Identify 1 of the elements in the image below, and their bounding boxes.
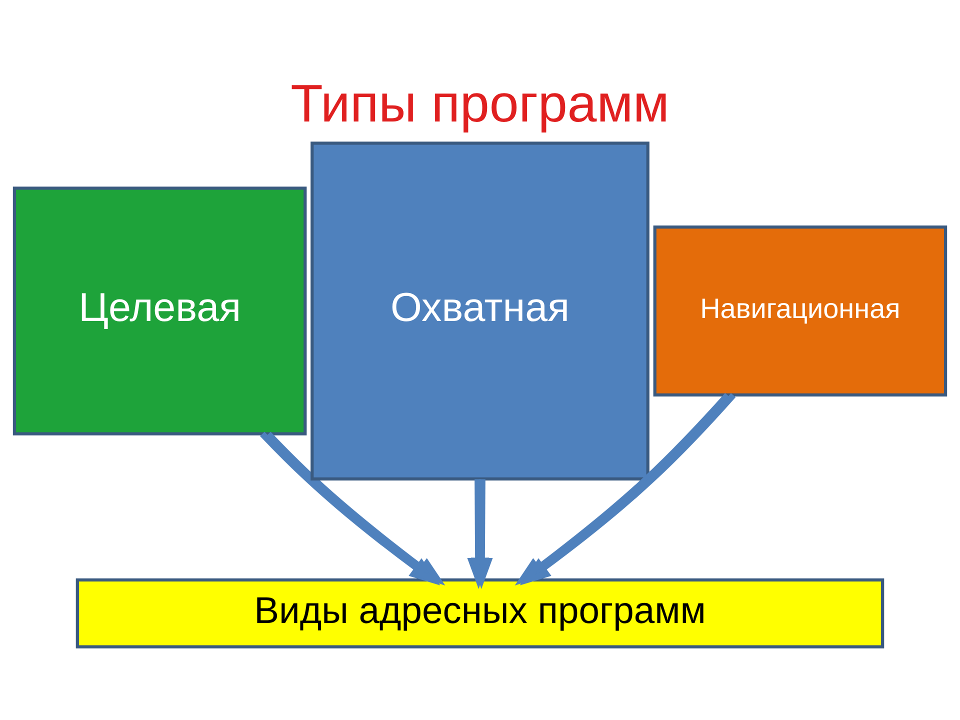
diagram-title: Типы программ [290, 74, 670, 134]
